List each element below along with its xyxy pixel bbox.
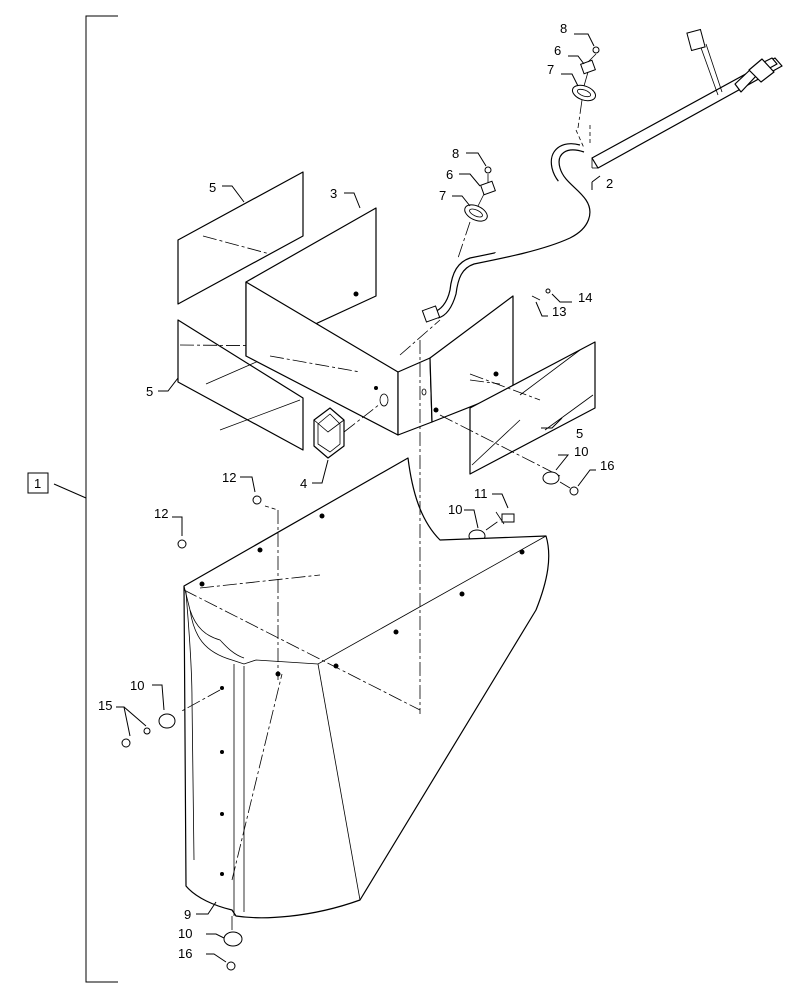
callout-10-bottom: 10 [178, 926, 192, 941]
shield: 9 [179, 340, 550, 922]
callout-3: 3 [330, 186, 337, 201]
hardware-right-upper: 10 16 [542, 444, 614, 496]
hardware-12-left: 12 [154, 506, 187, 549]
callout-5-left-top: 5 [209, 180, 216, 195]
wiring-harness: 2 [421, 28, 783, 323]
callout-8-lower: 8 [452, 146, 459, 161]
assembly-callout-box [27, 472, 49, 494]
upper-clamp-hardware: 8 6 7 [547, 21, 600, 129]
mounting-bracket: 3 [245, 186, 514, 436]
callout-7-upper: 7 [547, 62, 554, 77]
decal-left-bottom: 5 [146, 319, 304, 451]
callout-15: 15 [98, 698, 112, 713]
callout-2: 2 [606, 176, 613, 191]
callout-10-right-upper: 10 [574, 444, 588, 459]
callout-9: 9 [184, 907, 191, 922]
callout-14: 14 [578, 290, 592, 305]
callout-5-left-bottom: 5 [146, 384, 153, 399]
callout-10-left: 10 [130, 678, 144, 693]
callout-8-upper: 8 [560, 21, 567, 36]
callout-10-right-lower: 10 [448, 502, 462, 517]
callout-4: 4 [300, 476, 307, 491]
callout-6-lower: 6 [446, 167, 453, 182]
callout-12-top: 12 [222, 470, 236, 485]
hardware-13-14: 14 13 [531, 288, 592, 319]
assembly-bracket: 1 [27, 15, 118, 983]
lower-clamp-hardware: 8 6 7 [439, 146, 496, 259]
callout-16-right: 16 [600, 458, 614, 473]
callout-5-right: 5 [576, 426, 583, 441]
hardware-12-top: 12 [222, 470, 279, 511]
decal-right: 5 [439, 341, 596, 477]
callout-6-upper: 6 [554, 43, 561, 58]
callout-13: 13 [552, 304, 566, 319]
callout-7-lower: 7 [439, 188, 446, 203]
callout-1: 1 [34, 476, 41, 491]
lamp: 4 [300, 403, 381, 491]
decal-left-top: 5 [177, 171, 304, 305]
callout-11: 11 [474, 486, 488, 501]
callout-16-bottom: 16 [178, 946, 192, 961]
hardware-left: 10 15 [98, 678, 176, 748]
hardware-bottom: 10 16 [178, 916, 243, 971]
callout-12-left: 12 [154, 506, 168, 521]
